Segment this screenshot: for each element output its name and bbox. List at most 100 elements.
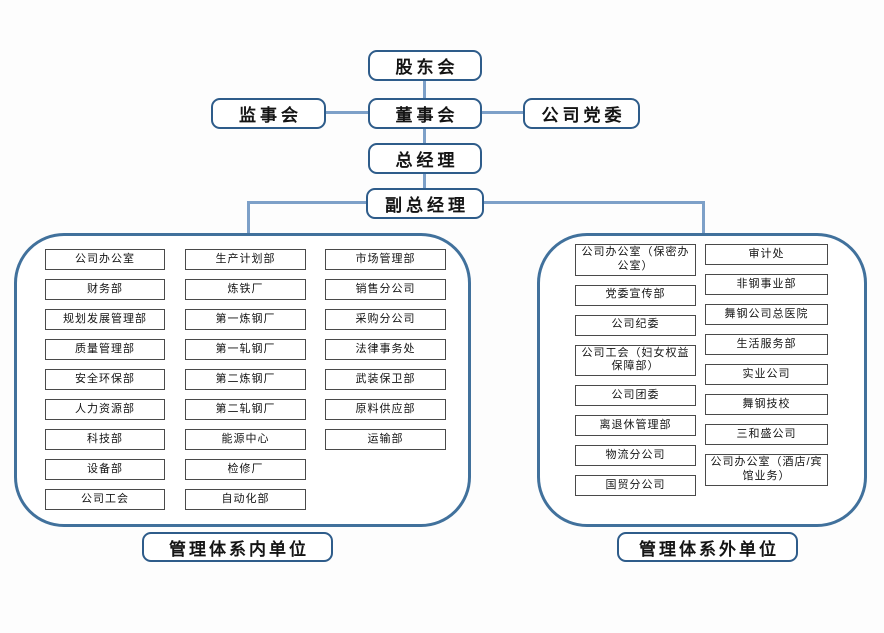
connector-dgm-left-horizontal: [247, 201, 367, 204]
node-shareholders: 股东会: [368, 50, 482, 81]
unit-label: 安全环保部: [75, 372, 135, 385]
unit-box: 审计处: [705, 244, 828, 265]
unit-box: 三和盛公司: [705, 424, 828, 445]
unit-box: 非钢事业部: [705, 274, 828, 295]
unit-label: 实业公司: [742, 367, 791, 380]
unit-box: 公司办公室（酒店/宾馆业务）: [705, 454, 828, 486]
connector-left-drop: [247, 201, 250, 235]
unit-label: 公司工会（妇女权益保障部）: [581, 346, 690, 373]
unit-box: 公司办公室（保密办公室）: [575, 244, 696, 276]
unit-box: 生产计划部: [185, 249, 306, 270]
unit-label: 第二炼钢厂: [215, 372, 276, 385]
node-supervisors: 监事会: [211, 98, 326, 129]
unit-box: 第一轧钢厂: [185, 339, 306, 360]
unit-box: 公司纪委: [575, 314, 696, 336]
unit-label: 公司纪委: [611, 318, 660, 331]
node-deputy-general-manager: 副总经理: [366, 188, 484, 219]
unit-label: 物流分公司: [605, 448, 666, 461]
unit-box: 安全环保部: [45, 369, 165, 390]
unit-box: 能源中心: [185, 429, 306, 450]
unit-label: 离退休管理部: [599, 418, 672, 431]
unit-box: 第一炼钢厂: [185, 309, 306, 330]
connector-gm-dgm: [423, 172, 426, 189]
inside-column-1: 公司办公室财务部规划发展管理部质量管理部安全环保部人力资源部科技部设备部公司工会: [45, 249, 165, 510]
outside-column-1: 公司办公室（保密办公室） 党委宣传部公司纪委公司工会（妇女权益保障部） 公司团委离退…: [575, 244, 696, 496]
unit-box: 人力资源部: [45, 399, 165, 420]
unit-box: 第二炼钢厂: [185, 369, 306, 390]
unit-label: 销售分公司: [355, 282, 416, 295]
unit-box: 财务部: [45, 279, 165, 300]
unit-box: 采购分公司: [325, 309, 446, 330]
unit-label: 检修厂: [227, 462, 264, 475]
node-supervisors-label: 监事会: [239, 106, 302, 125]
unit-label: 市场管理部: [355, 252, 416, 265]
unit-box: 第二轧钢厂: [185, 399, 306, 420]
unit-label: 公司办公室（酒店/宾馆业务）: [710, 456, 823, 482]
outside-column-2: 审计处非钢事业部舞钢公司总医院生活服务部实业公司舞钢技校三和盛公司公司办公室（酒…: [705, 244, 828, 486]
inside-column-3: 市场管理部销售分公司采购分公司法律事务处武装保卫部原料供应部运输部: [325, 249, 446, 450]
outside-group-label-text: 管理体系外单位: [639, 539, 779, 559]
unit-label: 生活服务部: [736, 337, 797, 350]
connector-right-drop: [702, 201, 705, 235]
node-general-manager: 总经理: [368, 143, 482, 174]
unit-box: 公司工会（妇女权益保障部）: [575, 344, 696, 376]
unit-label: 国贸分公司: [605, 478, 666, 491]
unit-label: 三和盛公司: [736, 427, 797, 440]
unit-label: 党委宣传部: [605, 288, 666, 301]
unit-label: 运输部: [367, 432, 404, 445]
unit-label: 第一炼钢厂: [215, 312, 276, 325]
unit-label: 舞钢公司总医院: [724, 307, 809, 320]
unit-box: 党委宣传部: [575, 284, 696, 306]
unit-label: 科技部: [87, 432, 123, 445]
unit-box: 物流分公司: [575, 445, 696, 466]
unit-label: 原料供应部: [355, 402, 416, 415]
unit-box: 舞钢公司总医院: [705, 304, 828, 325]
connector-shareholders-board: [423, 80, 426, 100]
unit-box: 法律事务处: [325, 339, 446, 360]
unit-label: 法律事务处: [355, 342, 416, 355]
unit-box: 炼铁厂: [185, 279, 306, 300]
connector-board-party: [481, 111, 524, 114]
node-board-label: 董事会: [395, 106, 459, 125]
inside-column-2: 生产计划部炼铁厂第一炼钢厂第一轧钢厂第二炼钢厂第二轧钢厂能源中心检修厂自动化部: [185, 249, 306, 510]
unit-box: 公司团委: [575, 385, 696, 406]
node-party-committee: 公司党委: [523, 98, 640, 129]
unit-label: 炼铁厂: [227, 282, 264, 295]
unit-label: 公司团委: [611, 388, 660, 401]
unit-box: 武装保卫部: [325, 369, 446, 390]
unit-label: 公司办公室: [75, 252, 135, 265]
unit-box: 生活服务部: [705, 334, 828, 355]
unit-box: 运输部: [325, 429, 446, 450]
unit-box: 质量管理部: [45, 339, 165, 360]
unit-box: 舞钢技校: [705, 394, 828, 415]
unit-label: 财务部: [87, 282, 123, 295]
inside-units-container: 公司办公室财务部规划发展管理部质量管理部安全环保部人力资源部科技部设备部公司工会…: [14, 233, 471, 527]
unit-label: 采购分公司: [355, 312, 416, 325]
outside-group-label: 管理体系外单位: [617, 532, 798, 562]
connector-board-gm: [423, 127, 426, 144]
unit-box: 实业公司: [705, 364, 828, 385]
node-board: 董事会: [368, 98, 482, 129]
unit-box: 设备部: [45, 459, 165, 480]
unit-box: 科技部: [45, 429, 165, 450]
unit-label: 设备部: [87, 462, 123, 475]
outside-units-container: 公司办公室（保密办公室） 党委宣传部公司纪委公司工会（妇女权益保障部） 公司团委离退…: [537, 233, 867, 527]
unit-label: 自动化部: [221, 492, 270, 505]
unit-label: 第二轧钢厂: [215, 402, 276, 415]
connector-dgm-right-horizontal: [483, 201, 705, 204]
connector-supervisors-board: [325, 111, 369, 114]
unit-label: 公司办公室（保密办公室）: [581, 246, 690, 272]
unit-box: 销售分公司: [325, 279, 446, 300]
unit-label: 能源中心: [221, 432, 270, 445]
unit-box: 国贸分公司: [575, 475, 696, 496]
unit-label: 质量管理部: [75, 342, 135, 355]
node-deputy-general-manager-label: 副总经理: [385, 196, 469, 215]
unit-box: 检修厂: [185, 459, 306, 480]
unit-box: 公司办公室: [45, 249, 165, 270]
unit-label: 第一轧钢厂: [215, 342, 276, 355]
unit-box: 离退休管理部: [575, 415, 696, 436]
unit-label: 生产计划部: [215, 252, 276, 265]
unit-label: 审计处: [748, 247, 785, 260]
unit-label: 武装保卫部: [355, 372, 416, 385]
